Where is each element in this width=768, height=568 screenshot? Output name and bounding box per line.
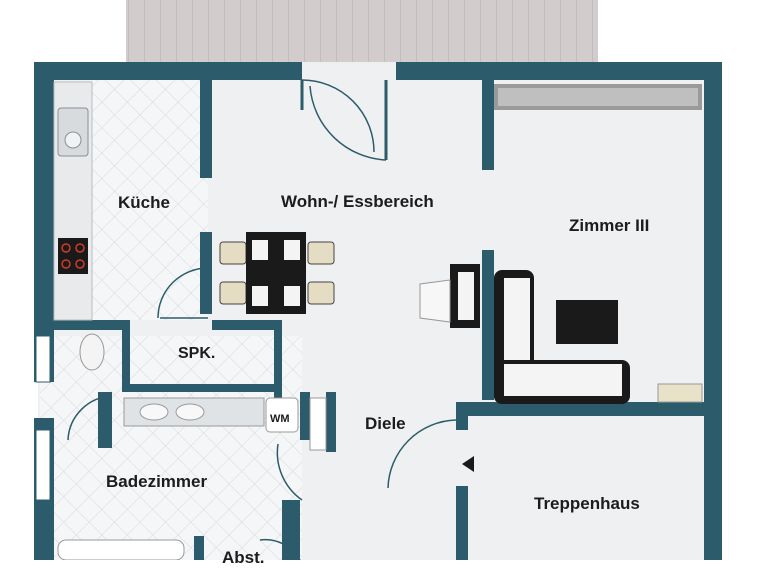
label-wohn-essbereich: Wohn-/ Essbereich [281, 192, 434, 211]
walls [34, 62, 722, 560]
balcony-doors [300, 79, 388, 161]
radiator [657, 383, 703, 403]
floor-kueche [92, 80, 208, 320]
label-diele: Diele [365, 414, 406, 433]
armchair [419, 264, 480, 328]
label-zimmer-iii: Zimmer III [569, 216, 650, 235]
stair-arrow [462, 456, 474, 472]
dining-table [219, 232, 335, 314]
label-wm: WM [270, 413, 290, 425]
windows [35, 335, 51, 501]
label-treppenhaus: Treppenhaus [534, 494, 640, 513]
label-spk: SPK. [178, 345, 216, 362]
floor-bad [40, 336, 302, 560]
door-swings [67, 267, 457, 560]
sofa [494, 270, 630, 404]
label-abst: Abst. [222, 548, 265, 567]
label-badezimmer: Badezimmer [106, 472, 208, 491]
kitchen-counter [53, 81, 93, 321]
bathroom-fixtures [57, 333, 327, 560]
label-kueche: Küche [118, 193, 170, 212]
terrace [126, 0, 598, 62]
